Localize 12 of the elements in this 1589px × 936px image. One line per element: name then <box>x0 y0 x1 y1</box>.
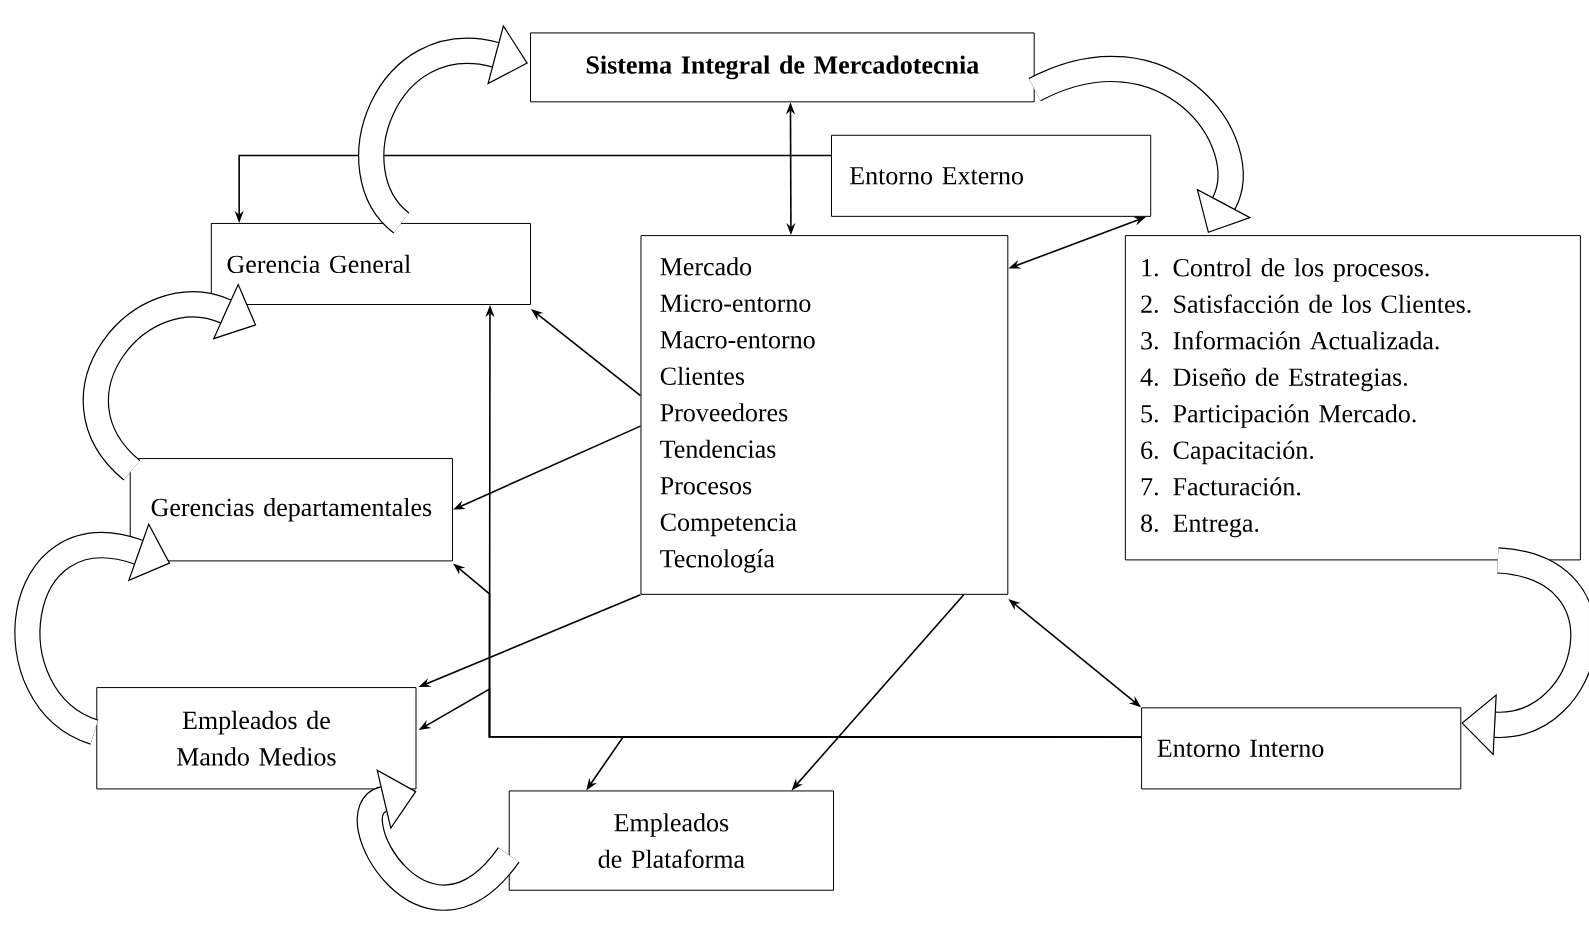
process-box: Empleados de Mando Medios <box>96 686 417 790</box>
list-box: Mercado Micro-entorno Macro-entorno Clientes Proveedores Tendencias Procesos Competencia Tecnología <box>640 234 1009 595</box>
process-box: Entorno Externo <box>831 134 1152 217</box>
process-box: Gerencias departamentales <box>129 457 453 562</box>
curved-block-arrow <box>83 282 257 480</box>
list-box: 1. Control de los procesos. 2. Satisfacción de los Clientes. 3. Información Actualizada. 4. Diseño de Estrategias. 5. Participación Mercado. 6. Capacitación. 7. Facturación. 8. Entrega. <box>1124 234 1581 561</box>
process-box: Sistema Integral de Mercadotecnia <box>530 32 1035 103</box>
curved-block-arrow <box>1029 56 1252 233</box>
curved-block-arrow <box>356 768 519 911</box>
curved-block-arrow <box>358 24 528 233</box>
curved-block-arrow <box>1461 547 1589 756</box>
process-box: Empleados de Plataforma <box>508 790 834 891</box>
